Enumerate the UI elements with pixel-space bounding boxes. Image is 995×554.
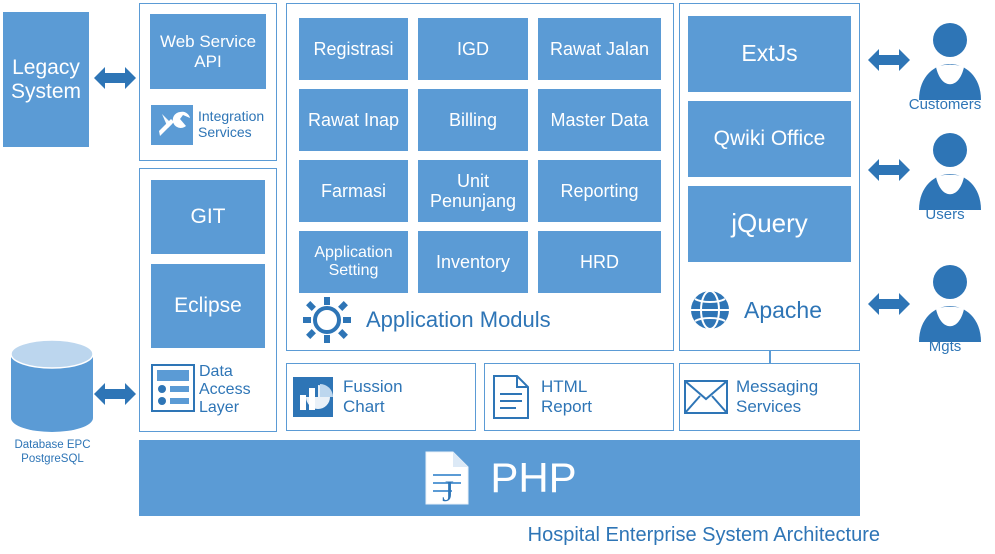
globe-icon <box>688 288 732 332</box>
actor-customers-label: Customers <box>908 96 982 113</box>
module-label: Inventory <box>435 251 511 272</box>
module-label: Billing <box>448 109 498 130</box>
module-label-line2: Setting <box>328 262 379 279</box>
module-label: IGD <box>456 38 489 59</box>
data-layer-icon <box>151 364 195 412</box>
php-label: PHP <box>490 454 577 501</box>
fussion-chart-line2: Chart <box>343 397 385 416</box>
git-label: GIT <box>190 205 226 229</box>
eclipse-label: Eclipse <box>174 294 242 318</box>
data-access-layer-item: Data Access Layer <box>151 358 277 422</box>
actor-customers <box>905 20 995 110</box>
apache-label: Apache <box>744 296 823 323</box>
module-label: Registrasi <box>313 38 394 59</box>
module-tile-master-data[interactable]: Master Data <box>538 89 661 151</box>
database-cylinder-icon <box>8 340 96 432</box>
connector-frontend-messaging <box>769 351 771 365</box>
html-report-box: HTML Report <box>484 363 674 431</box>
html-report-line2: Report <box>541 397 593 416</box>
qwiki-office-label: Qwiki Office <box>713 127 826 151</box>
legacy-system-box: Legacy System <box>3 12 89 147</box>
module-label-line1: Application <box>314 244 393 262</box>
fussion-chart-line1: Fussion <box>343 377 403 397</box>
arrow-database-to-data-access <box>92 376 138 412</box>
messaging-line2: Services <box>736 397 802 416</box>
data-access-line3: Layer <box>199 398 240 416</box>
legacy-system-label-line2: System <box>10 79 81 103</box>
web-service-api-box: Web Service API <box>150 14 266 89</box>
web-service-api-line1: Web Service <box>159 32 257 52</box>
actor-users <box>905 130 995 220</box>
integration-services-line1: Integration <box>198 107 265 124</box>
bar-chart-icon <box>287 375 339 419</box>
qwiki-office-box: Qwiki Office <box>688 101 851 177</box>
legacy-system-label-line1: Legacy <box>12 55 80 79</box>
envelope-icon <box>680 379 732 415</box>
document-icon <box>485 374 537 420</box>
extjs-label: ExtJs <box>741 40 798 67</box>
database-label-line2: PostgreSQL <box>21 453 84 466</box>
actor-users-label: Users <box>925 206 965 223</box>
integration-services-item: Integration Services <box>150 98 272 150</box>
diagram-caption: Hospital Enterprise System Architecture <box>527 524 880 546</box>
php-bar: J PHP <box>139 440 860 516</box>
module-tile-reporting[interactable]: Reporting <box>538 160 661 222</box>
html-report-line1: HTML <box>541 377 588 397</box>
tools-icon <box>150 104 194 146</box>
messaging-services-box: Messaging Services <box>679 363 860 431</box>
data-access-line1: Data <box>199 363 233 381</box>
actor-mgts <box>905 262 995 352</box>
arrow-frontend-to-users <box>866 152 912 188</box>
module-tile-inventory[interactable]: Inventory <box>418 231 528 293</box>
web-service-api-line2: API <box>194 51 222 71</box>
module-tile-billing[interactable]: Billing <box>418 89 528 151</box>
database-label: Database EPC PostgreSQL <box>0 438 105 467</box>
php-document-icon: J <box>422 449 472 507</box>
svg-text:J: J <box>442 475 454 507</box>
fussion-chart-box: Fussion Chart <box>286 363 476 431</box>
jquery-box: jQuery <box>688 186 851 262</box>
module-label-line2: Penunjang <box>429 191 517 211</box>
jquery-label: jQuery <box>731 208 808 239</box>
apache-item: Apache <box>688 286 853 334</box>
arrow-frontend-to-customers <box>866 42 912 78</box>
arrow-legacy-to-services <box>92 60 138 96</box>
integration-services-line2: Services <box>198 124 252 140</box>
extjs-box: ExtJs <box>688 16 851 92</box>
module-tile-rawat-jalan[interactable]: Rawat Jalan <box>538 18 661 80</box>
module-label: Master Data <box>550 109 649 130</box>
messaging-line1: Messaging <box>736 377 819 397</box>
eclipse-box: Eclipse <box>151 264 265 348</box>
module-tile-registrasi[interactable]: Registrasi <box>299 18 408 80</box>
database-label-line1: Database EPC <box>14 439 91 451</box>
module-label: Rawat Jalan <box>549 38 650 59</box>
module-label-line1: Unit <box>456 170 489 191</box>
arrow-frontend-to-mgts <box>866 286 912 322</box>
module-tile-farmasi[interactable]: Farmasi <box>299 160 408 222</box>
gear-icon <box>300 296 354 344</box>
application-moduls-title: Application Moduls <box>366 307 551 332</box>
module-label: Rawat Inap <box>307 109 400 130</box>
module-tile-rawat-inap[interactable]: Rawat Inap <box>299 89 408 151</box>
module-tile-igd[interactable]: IGD <box>418 18 528 80</box>
module-tile-application-setting[interactable]: Application Setting <box>299 231 408 293</box>
module-label: Farmasi <box>320 180 386 201</box>
module-tile-unit-penunjang[interactable]: Unit Penunjang <box>418 160 528 222</box>
module-label: HRD <box>580 251 619 272</box>
module-tile-hrd[interactable]: HRD <box>538 231 661 293</box>
data-access-line2: Access <box>199 381 251 399</box>
module-label: Reporting <box>560 180 639 201</box>
git-box: GIT <box>151 180 265 254</box>
application-moduls-title-row: Application Moduls <box>300 296 670 344</box>
actor-mgts-label: Mgts <box>928 338 962 355</box>
